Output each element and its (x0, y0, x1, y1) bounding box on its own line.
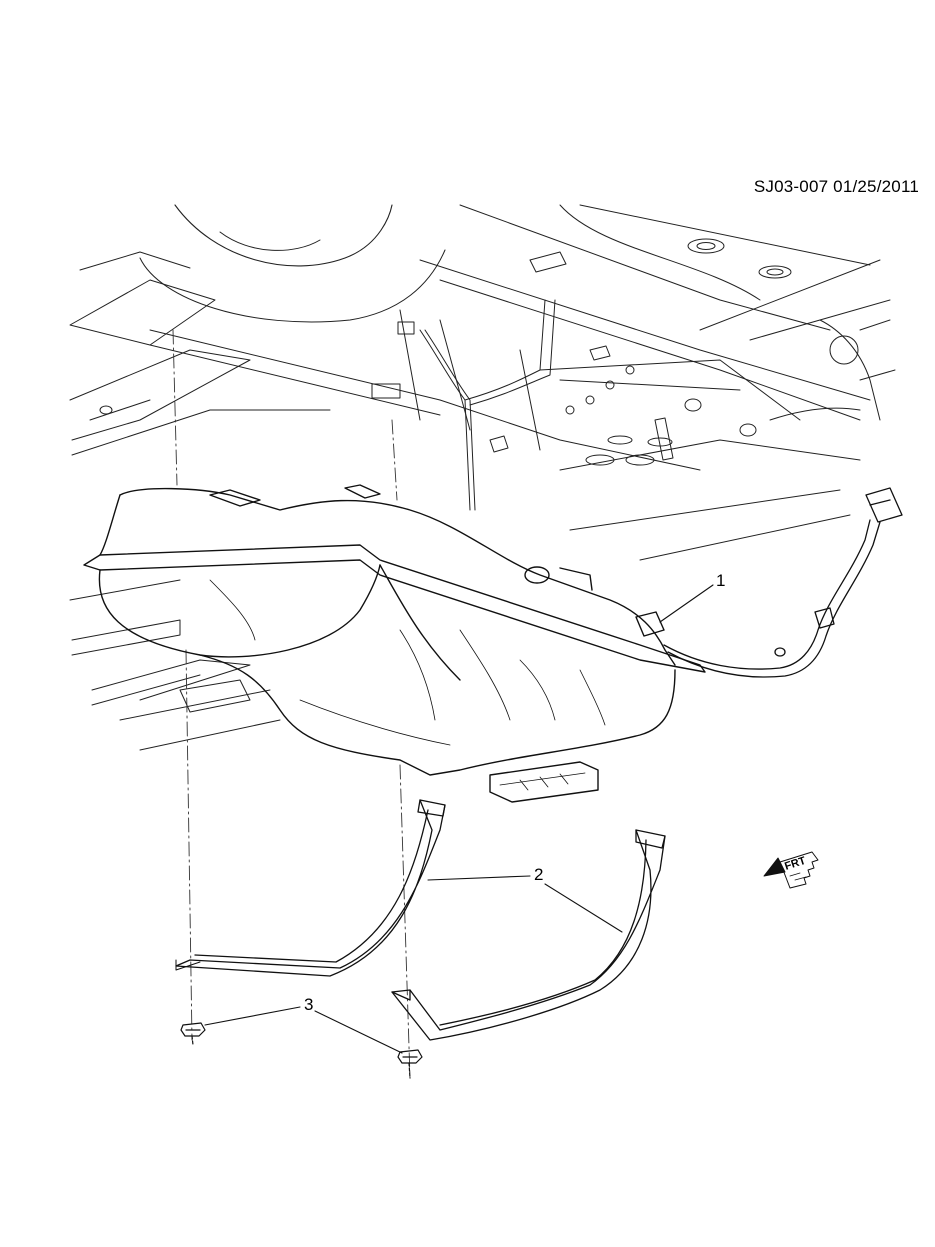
underbody-structure (69, 204, 896, 751)
frt-label: FRT (783, 855, 807, 873)
fastener-left (180, 1022, 206, 1046)
callout-2: 2 (534, 865, 544, 884)
fuel-tank (83, 484, 706, 803)
fuel-tank-strap-right (391, 829, 666, 1041)
fastener-right (397, 1049, 423, 1079)
callout-1: 1 (716, 571, 726, 590)
diagram-code: SJ03-007 01/25/2011 (753, 177, 919, 196)
callout-3: 3 (304, 995, 314, 1014)
assembly-guide-lines (172, 329, 411, 1079)
fuel-line (663, 487, 903, 678)
front-direction-indicator (763, 851, 819, 889)
callout-leaders (204, 584, 714, 1054)
fuel-tank-strap-left (175, 799, 446, 977)
